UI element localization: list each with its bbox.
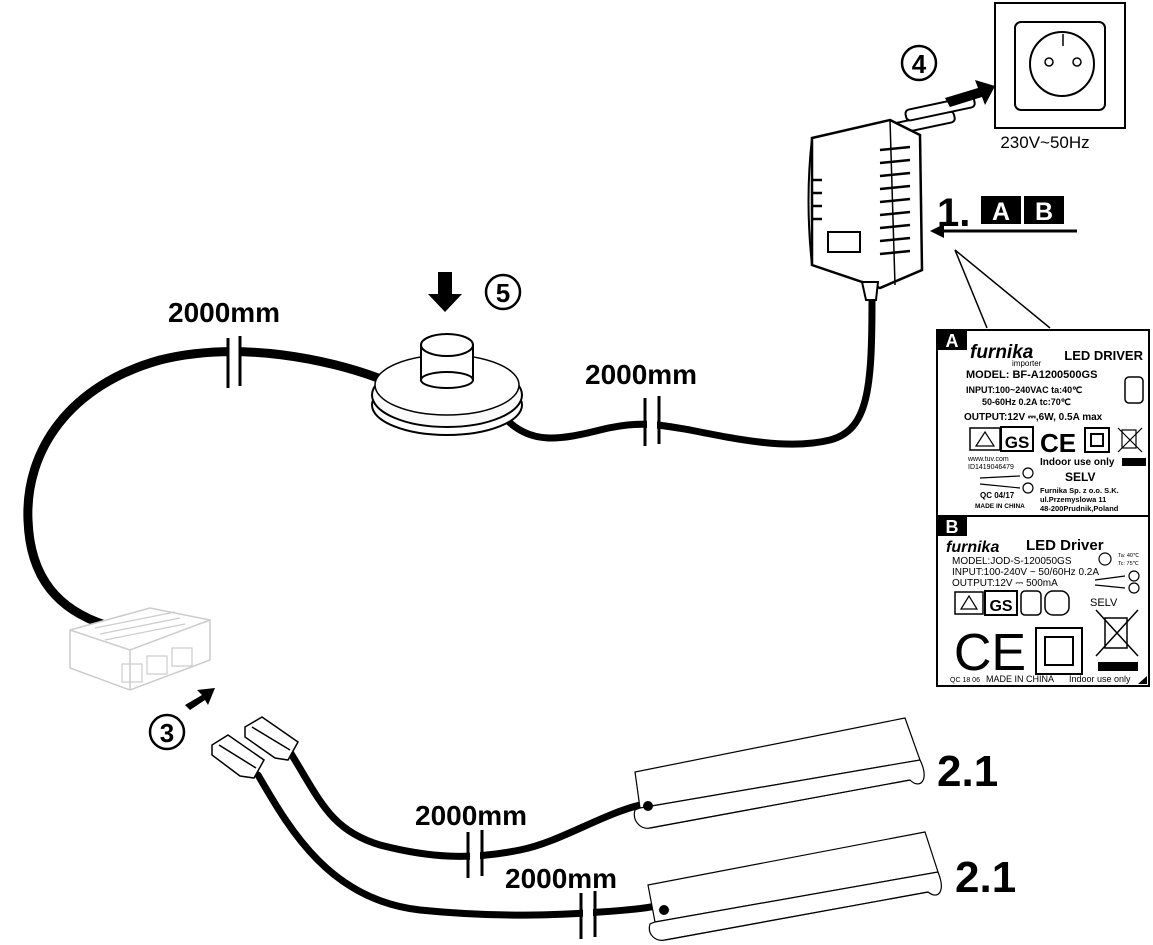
label-a-indoor: Indoor use only: [1040, 457, 1115, 468]
label-a-ce-mark: CE: [1040, 428, 1076, 458]
step-2-1-upper-label: 2.1: [937, 747, 998, 796]
step-4-marker: 4: [902, 46, 995, 107]
break-mark-left: [228, 336, 240, 388]
length-label-left: 2000mm: [168, 297, 280, 328]
step-2-1-lower-label: 2.1: [955, 853, 1016, 902]
led-strip-upper: [634, 718, 924, 828]
label-b-qc: QC 18 06: [950, 677, 980, 684]
label-b-tag: B: [946, 517, 959, 537]
label-b-output: OUTPUT:12V ⎓ 500mA: [952, 578, 1058, 589]
break-mark-strip-lower: [581, 891, 595, 939]
step-4-label: 4: [912, 49, 927, 79]
label-b-made: MADE IN CHINA: [986, 674, 1054, 684]
label-a-tag: A: [946, 331, 959, 351]
label-a-model: MODEL: BF-A1200500GS: [966, 369, 1097, 381]
label-a-importer: importer: [1012, 359, 1042, 368]
led-strip-lower: [648, 832, 941, 940]
label-a-tuv: www.tuv.com: [967, 456, 1009, 463]
svg-text:GS: GS: [1005, 433, 1030, 452]
label-a-company3: 48-200Prudnik,Poland: [1040, 504, 1119, 513]
down-arrow-icon: [428, 272, 462, 312]
label-b-selv: SELV: [1090, 597, 1118, 609]
length-label-strip-upper: 2000mm: [415, 800, 527, 831]
step-1-marker: 1. A B: [930, 191, 1077, 328]
label-a-tuv-id: ID1419046479: [968, 464, 1014, 471]
label-a-input2: 50-60Hz 0.2A tc:70℃: [982, 397, 1071, 407]
step-5-label: 5: [496, 278, 510, 308]
step-1-tag-b: B: [1035, 198, 1053, 226]
label-b-input: INPUT:100-240V ~ 50/60Hz 0.2A: [952, 567, 1099, 578]
safety-transformer-icon: [1045, 591, 1069, 615]
cable-switch-to-splitter: [28, 352, 378, 625]
label-a-panel: A furnika importer LED DRIVER MODEL: BF-…: [937, 330, 1149, 516]
label-a-output: OUTPUT:12V ⎓,6W, 0.5A max: [964, 412, 1103, 423]
label-b-title: LED Driver: [1026, 537, 1104, 554]
label-a-qc: QC 04/17: [980, 491, 1015, 500]
step-5-marker: 5: [428, 272, 520, 312]
label-a-company1: Furnika Sp. z o.o. S.K.: [1040, 486, 1119, 495]
break-mark-strip-upper: [468, 830, 482, 878]
wall-socket: 230V~50Hz: [995, 3, 1125, 152]
svg-text:GS: GS: [989, 598, 1012, 615]
label-b-panel: B furnika LED Driver MODEL:JOD-S-120050G…: [937, 516, 1149, 686]
label-b-brand: furnika: [946, 539, 999, 556]
step-1-tag-a: A: [992, 198, 1010, 226]
break-mark-right: [645, 396, 659, 446]
label-a-company2: ul.Przemyslowa 11: [1040, 495, 1106, 504]
length-label-driver: 2000mm: [585, 359, 697, 390]
step-3-marker: 3: [150, 688, 215, 749]
socket-voltage-label: 230V~50Hz: [1000, 133, 1089, 152]
label-b-indoor: Indoor use only: [1069, 674, 1131, 684]
label-b-model: MODEL:JOD-S-120050GS: [952, 556, 1072, 567]
label-a-title: LED DRIVER: [1064, 348, 1143, 363]
strip-connectors: [212, 717, 298, 778]
label-a-made: MADE IN CHINA: [975, 503, 1025, 510]
label-b-tc: Tc: 75℃: [1118, 561, 1140, 567]
label-a-input1: INPUT:100~240VAC ta:40℃: [966, 385, 1082, 395]
label-a-selv: SELV: [1065, 470, 1095, 484]
transformer-icon: [1021, 591, 1041, 615]
length-label-strip-lower: 2000mm: [505, 863, 617, 894]
insert-arrow-icon: [185, 688, 215, 710]
step-3-label: 3: [160, 718, 174, 748]
foot-switch: [372, 334, 522, 435]
label-b-ta: Ta: 40℃: [1118, 553, 1140, 559]
